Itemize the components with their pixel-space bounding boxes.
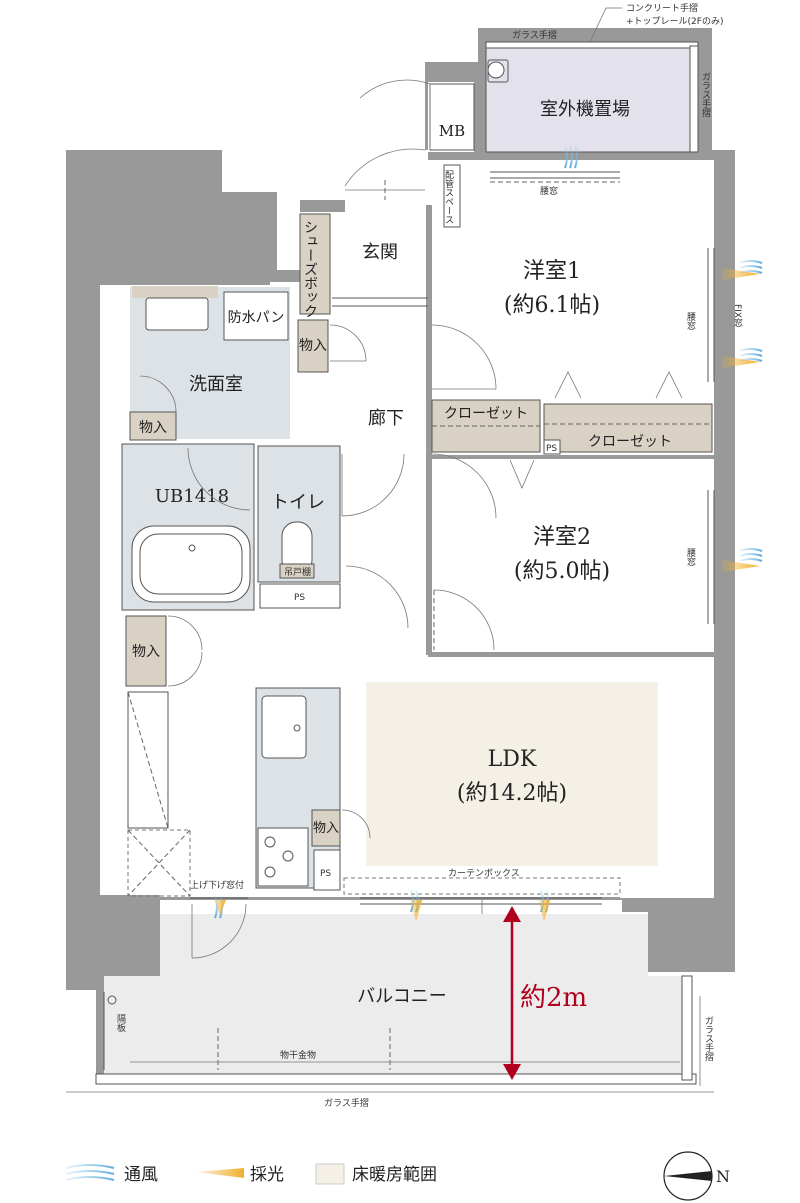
ventilation-legend-label: 通風 <box>124 1165 158 1185</box>
floor-heating-area <box>366 682 658 866</box>
ldk: LDK (約14.2帖) 物入 PS カーテンボックス 上げ下げ窓付 <box>127 682 658 916</box>
washroom-label: 洗面室 <box>189 374 243 395</box>
ps-toilet-label: PS <box>294 593 305 603</box>
outdoor-unit-label: 室外機置場 <box>540 99 630 120</box>
storage-kitchen-label: 物入 <box>132 644 160 660</box>
top-rail-callouts: コンクリート手摺 +トップレール(2Fのみ) ガラス手摺 ガラス手摺 <box>512 2 723 118</box>
shoe-box-label: シューズボックス <box>302 220 318 332</box>
western2-size: (約5.0帖) <box>514 559 610 584</box>
storage-hall-label: 物入 <box>299 338 327 354</box>
ldk-name: LDK <box>488 747 537 772</box>
ps-closet-label: PS <box>546 444 557 454</box>
western1-top-window-note: 腰窓 <box>540 185 558 197</box>
pipe-space-label: 配管スペース <box>443 170 454 224</box>
western1-right-window-note: 腰窓 <box>685 312 696 330</box>
mb-closet: MB <box>359 79 475 151</box>
curtain-box-note: カーテンボックス <box>448 868 520 879</box>
glass-rail-top-note: ガラス手摺 <box>512 29 557 41</box>
bath-label: UB1418 <box>155 486 229 507</box>
balcony-depth-label: 約2m <box>520 983 587 1013</box>
daylight-legend-label: 採光 <box>250 1165 284 1185</box>
hanging-shelf-label: 吊戸棚 <box>284 566 311 578</box>
western1-name: 洋室1 <box>523 259 581 284</box>
western2-window-note: 腰窓 <box>685 548 696 566</box>
balcony-label: バルコニー <box>357 986 447 1007</box>
western2-name: 洋室2 <box>533 525 591 550</box>
hallway-label: 廊下 <box>368 408 404 429</box>
waterproof-pan-label: 防水パン <box>228 310 285 326</box>
top-rail-note: +トップレール(2Fのみ) <box>626 16 723 27</box>
closet-left-label: クローゼット <box>444 406 528 422</box>
lift-window-note: 上げ下げ窓付 <box>190 879 244 891</box>
storage-ldk-label: 物入 <box>313 821 339 836</box>
north-label: N <box>716 1167 730 1186</box>
western-room-2: 洋室2 (約5.0帖) 腰窓 <box>433 490 715 651</box>
ventilation-legend-icon <box>65 1164 115 1181</box>
glass-rail-right-note: ガラス手摺 <box>700 72 711 118</box>
concrete-rail-note: コンクリート手摺 <box>626 2 698 14</box>
hallway: 廊下 <box>341 408 535 519</box>
storage-kitchen: 物入 <box>125 615 203 687</box>
balcony: バルコニー 隔板 物干金物 ガラス手摺 ガラス手摺 約2m <box>66 903 714 1109</box>
bathroom: UB1418 <box>121 443 255 611</box>
glass-rail-bottom-note: ガラス手摺 <box>324 1097 369 1109</box>
legend: 通風 採光 床暖房範囲 N <box>65 1151 730 1201</box>
glass-rail-balcony-note: ガラス手摺 <box>703 1016 714 1062</box>
shoe-box: シューズボックス <box>299 213 331 332</box>
entrance-label: 玄関 <box>362 242 398 263</box>
entrance: 玄関 <box>332 148 428 307</box>
storage-hall: 物入 <box>297 319 367 373</box>
outdoor-unit-space: 室外機置場 <box>485 41 699 153</box>
washroom: 防水パン 洗面室 物入 <box>129 286 290 441</box>
ldk-size: (約14.2帖) <box>457 781 567 806</box>
mb-label: MB <box>439 122 465 140</box>
western-room-1: 洋室1 (約6.1帖) 腰窓 腰窓 FIX窓 <box>431 171 743 399</box>
fix-window-note: FIX窓 <box>732 304 743 327</box>
floor-heating-legend-label: 床暖房範囲 <box>352 1165 437 1185</box>
western1-size: (約6.1帖) <box>504 293 600 318</box>
pipe-space: 配管スペース <box>443 164 461 228</box>
closet-right-label: クローゼット <box>588 434 672 450</box>
closets: クローゼット クローゼット PS <box>431 399 713 455</box>
floor-heating-legend-swatch <box>315 1163 345 1185</box>
ps-ldk-label: PS <box>320 869 331 879</box>
partition-note: 隔板 <box>115 1014 126 1033</box>
drying-hardware-note: 物干金物 <box>280 1049 316 1061</box>
airflow-markers <box>214 145 763 922</box>
daylight-legend-icon <box>196 1168 244 1178</box>
storage-wash-label: 物入 <box>139 420 167 436</box>
toilet: トイレ 吊戸棚 PS <box>257 445 409 629</box>
toilet-label: トイレ <box>271 492 325 513</box>
